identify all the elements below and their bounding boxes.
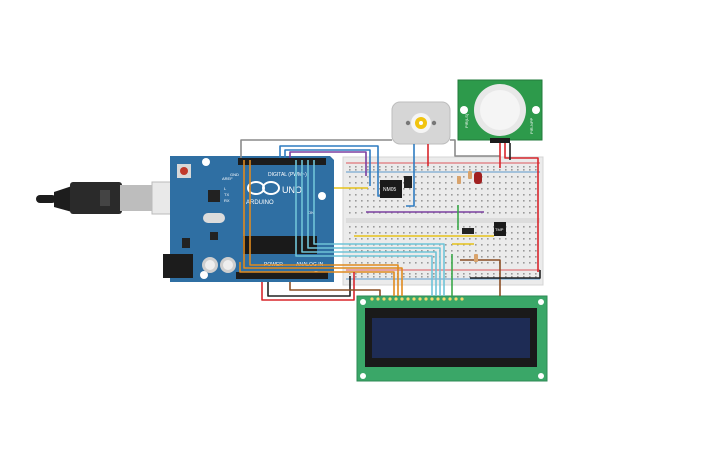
arduino-uno-board[interactable]: ARDUINO UNO DIGITAL (PWM~) POWER ANALOG … xyxy=(163,156,334,282)
wires xyxy=(239,139,541,301)
red-led[interactable] xyxy=(474,172,482,184)
driver-chip-label: NM05 xyxy=(383,187,397,193)
lcd-pin-header xyxy=(370,297,464,301)
temp-sensor-label: TMP xyxy=(495,227,504,232)
pir-dome-icon xyxy=(480,90,520,130)
aref-label: AREF xyxy=(222,176,233,181)
power-jack xyxy=(163,254,193,278)
pir-sensor[interactable]: PIR(LS) PIR-NPP xyxy=(457,79,543,143)
lcd-screen xyxy=(372,318,530,358)
transistor[interactable] xyxy=(404,176,412,188)
rx-label: RX xyxy=(224,198,230,203)
digital-header xyxy=(238,158,326,165)
dc-motor[interactable] xyxy=(391,101,451,145)
temperature-sensor[interactable]: TMP xyxy=(494,222,506,236)
uno-text: UNO xyxy=(282,185,302,195)
digital-label: DIGITAL (PWM~) xyxy=(268,172,307,178)
resistor-3[interactable] xyxy=(474,254,478,262)
power-analog-header xyxy=(236,272,328,279)
arduino-logo-icon xyxy=(247,181,280,195)
gnd-label: GND xyxy=(230,172,239,177)
lcd-16x2-display[interactable] xyxy=(356,295,548,382)
resistor-1[interactable] xyxy=(457,176,461,184)
resistor-2[interactable] xyxy=(468,171,472,179)
atmega-chip xyxy=(243,236,317,254)
pir-label-right: PIR-NPP xyxy=(529,117,534,134)
usb-cable[interactable] xyxy=(36,181,189,215)
pir-label-left: PIR(LS) xyxy=(464,113,469,128)
motor-driver-chip[interactable]: NM05 xyxy=(380,180,402,198)
on-label: ON xyxy=(308,210,314,215)
push-button[interactable] xyxy=(462,228,474,234)
arduino-logo-text: ARDUINO xyxy=(246,200,274,206)
l-label: L xyxy=(224,186,227,191)
tx-label: TX xyxy=(224,192,229,197)
